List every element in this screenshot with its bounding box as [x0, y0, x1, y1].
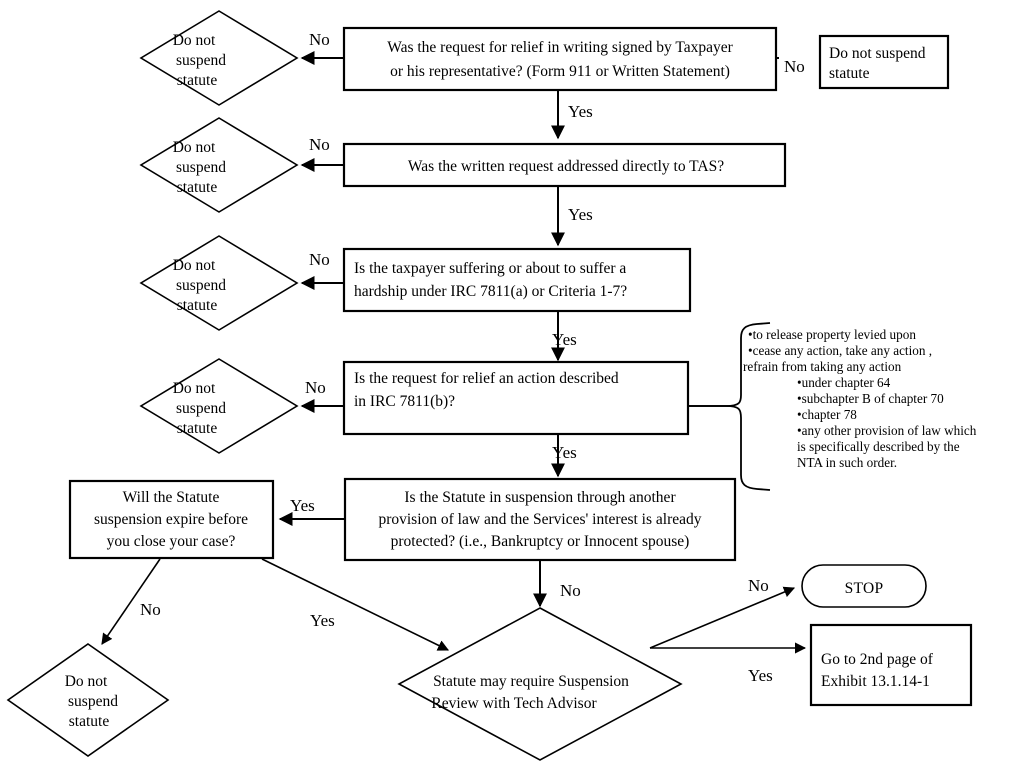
node-review-diamond[interactable]: Statute may require Suspension Review wi… — [397, 607, 683, 761]
node-d2-line-0: Do not — [173, 139, 216, 156]
node-review-line-1: Review with Tech Advisor — [431, 695, 597, 712]
node-q1-line-0: Was the request for relief in writing si… — [387, 39, 733, 56]
edge-label-q3-no: No — [309, 250, 330, 269]
node-goto2-line-1: Exhibit 13.1.14-1 — [821, 673, 930, 690]
node-review-line-0: Statute may require Suspension — [433, 673, 629, 690]
node-d4-line-0: Do not — [173, 380, 216, 397]
node-d3-do-not-suspend-statute[interactable]: Do not suspend statute — [139, 235, 299, 331]
node-q6-line-0: Will the Statute — [123, 489, 220, 506]
node-q6-line-2: you close your case? — [107, 533, 236, 550]
node-q6-line-1: suspension expire before — [94, 511, 248, 528]
node-r1-do-not-suspend-statute[interactable]: Do not suspend statute — [818, 34, 950, 90]
node-d4-do-not-suspend-statute[interactable]: Do not suspend statute — [139, 358, 299, 454]
edge-label-q6-no: No — [140, 600, 161, 619]
node-d3-line-1: suspend — [176, 277, 226, 294]
node-q4[interactable]: Is the request for relief an action desc… — [342, 360, 690, 436]
edge-label-review-no: No — [748, 576, 769, 595]
edge-label-q1-yes: Yes — [568, 102, 593, 121]
node-d5-line-2: statute — [69, 713, 110, 730]
node-d2-do-not-suspend-statute[interactable]: Do not suspend statute — [139, 117, 299, 213]
node-q6[interactable]: Will the Statute suspension expire befor… — [68, 479, 275, 560]
node-d1-line-0: Do not — [173, 32, 216, 49]
connector-q4-to-note-brace — [688, 322, 771, 491]
node-q2[interactable]: Was the written request addressed direct… — [342, 142, 787, 188]
node-q1-line-1: or his representative? (Form 911 or Writ… — [390, 63, 730, 80]
node-d5-line-0: Do not — [65, 673, 108, 690]
node-d2-line-1: suspend — [176, 159, 226, 176]
edge-label-review-yes: Yes — [748, 666, 773, 685]
node-q3[interactable]: Is the taxpayer suffering or about to su… — [342, 247, 692, 313]
node-goto-2nd-page[interactable]: Go to 2nd page of Exhibit 13.1.14-1 — [809, 623, 973, 707]
node-d1-do-not-suspend-statute[interactable]: Do not suspend statute — [139, 10, 299, 106]
note-sub-line-3: •any other provision of law which — [797, 423, 977, 438]
note-sub-line-0: •under chapter 64 — [797, 375, 891, 390]
edge-label-q2-yes: Yes — [568, 205, 593, 224]
note-sub-line-1: •subchapter B of chapter 70 — [797, 391, 944, 406]
node-q5[interactable]: Is the Statute in suspension through ano… — [343, 477, 737, 562]
node-d3-line-2: statute — [177, 297, 218, 314]
node-r1-line-1: statute — [829, 65, 870, 82]
node-d4-line-1: suspend — [176, 400, 226, 417]
edge-label-q5-no: No — [560, 581, 581, 600]
node-q3-line-1: hardship under IRC 7811(a) or Criteria 1… — [354, 283, 627, 300]
node-q5-line-0: Is the Statute in suspension through ano… — [404, 489, 676, 506]
edge-label-q4-no: No — [305, 378, 326, 397]
note-sub-line-4: is specifically described by the — [797, 439, 960, 454]
node-q5-line-1: provision of law and the Services' inter… — [378, 511, 701, 528]
node-q1[interactable]: Was the request for relief in writing si… — [342, 26, 778, 92]
edge-label-q5-yes: Yes — [290, 496, 315, 515]
node-stop-terminator[interactable]: STOP — [801, 564, 927, 608]
note-sub-line-2: •chapter 78 — [797, 407, 857, 422]
note-annotation: •to release property levied upon •cease … — [743, 327, 977, 470]
node-q3-line-0: Is the taxpayer suffering or about to su… — [354, 260, 626, 277]
connector-review-to-stop — [649, 586, 796, 649]
node-d4-line-2: statute — [177, 420, 218, 437]
node-d1-line-2: statute — [177, 72, 218, 89]
node-r1-line-0: Do not suspend — [829, 45, 926, 62]
node-d1-line-1: suspend — [176, 52, 226, 69]
note-line-0: •to release property levied upon — [748, 327, 916, 342]
node-d5-do-not-suspend-statute[interactable]: Do not suspend statute — [6, 643, 170, 757]
edge-label-q4-yes: Yes — [552, 443, 577, 462]
node-d2-line-2: statute — [177, 179, 218, 196]
node-q5-line-2: protected? (i.e., Bankruptcy or Innocent… — [391, 533, 690, 550]
node-stop-label: STOP — [845, 580, 884, 597]
edge-label-q1-no-left: No — [309, 30, 330, 49]
node-d5-line-1: suspend — [68, 693, 118, 710]
node-q4-line-1: in IRC 7811(b)? — [354, 393, 455, 410]
edge-label-q1-no-right: No — [784, 57, 805, 76]
connector-q6-to-d5 — [101, 558, 161, 645]
note-line-1: •cease any action, take any action , — [748, 343, 932, 358]
connector-q6-to-review — [261, 558, 450, 651]
node-q2-line-0: Was the written request addressed direct… — [408, 158, 724, 175]
edge-label-q6-yes: Yes — [310, 611, 335, 630]
node-goto2-line-0: Go to 2nd page of — [821, 651, 934, 668]
edge-label-q3-yes: Yes — [552, 330, 577, 349]
node-q4-line-0: Is the request for relief an action desc… — [354, 370, 619, 387]
note-sub-line-5: NTA in such order. — [797, 455, 897, 470]
node-d3-line-0: Do not — [173, 257, 216, 274]
edge-label-q2-no: No — [309, 135, 330, 154]
note-line-2: refrain from taking any action — [743, 359, 902, 374]
